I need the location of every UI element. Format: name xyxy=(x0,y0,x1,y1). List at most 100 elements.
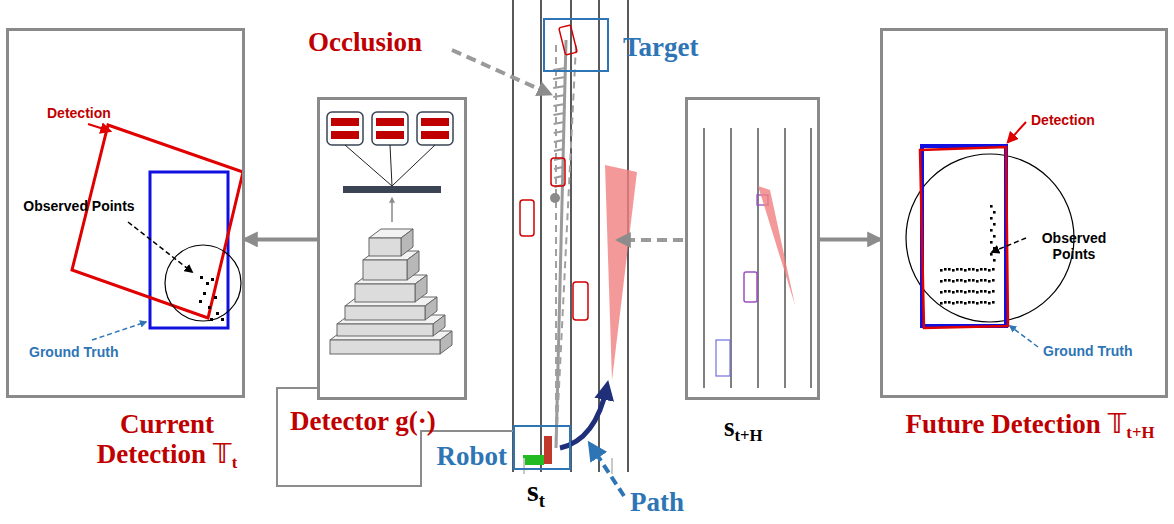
state-label: st xyxy=(527,474,545,508)
illustration-part xyxy=(984,279,987,282)
lane-arrow xyxy=(611,458,613,474)
text-subscript: t+H xyxy=(735,426,763,445)
car xyxy=(744,272,757,302)
illustration-part xyxy=(960,279,963,282)
illustration-part xyxy=(948,301,951,304)
leader-line xyxy=(1010,326,1038,347)
connector xyxy=(277,388,513,486)
observed-label: Observed Points xyxy=(23,199,135,215)
leader-line xyxy=(128,222,192,272)
target-box: Target xyxy=(543,18,609,72)
sensor-cone xyxy=(605,165,637,380)
scene-arrow xyxy=(618,238,683,242)
detection-box xyxy=(72,125,243,318)
illustration-part xyxy=(956,301,959,304)
illustration-part xyxy=(956,279,959,282)
robot-base xyxy=(523,455,544,465)
illustration-part xyxy=(376,118,404,126)
illustration-part xyxy=(208,306,211,309)
illustration-part xyxy=(972,290,975,293)
sight-line xyxy=(556,40,566,448)
occlusion-label: Occlusion xyxy=(308,27,422,57)
illustration-part xyxy=(980,279,983,282)
illustration-part xyxy=(980,290,983,293)
illustration-part xyxy=(992,268,995,271)
illustration-part xyxy=(704,128,705,388)
detection-label: Detection xyxy=(47,106,111,122)
illustration-part xyxy=(956,290,959,293)
illustration-part xyxy=(990,241,993,244)
illustration-part xyxy=(211,278,214,281)
planned-path xyxy=(560,386,607,448)
illustration-part xyxy=(964,280,967,283)
illustration-part xyxy=(345,306,425,320)
observed-label: Observed Points xyxy=(1029,231,1119,262)
sight-line xyxy=(556,45,576,448)
illustration-part xyxy=(952,302,955,305)
feature-bar xyxy=(343,186,441,193)
illustration-part xyxy=(990,253,993,256)
future-detection-panel: DetectionObserved PointsGround TruthFutu… xyxy=(880,28,1168,398)
illustration-part xyxy=(993,211,996,214)
panel-heading: Current Detection 𝕋t xyxy=(67,409,267,469)
illustration-part xyxy=(948,268,951,271)
illustration-part xyxy=(940,269,943,272)
illustration-part xyxy=(417,112,453,145)
text-subscript: t xyxy=(539,490,545,511)
target-car xyxy=(559,25,577,55)
illustration-part xyxy=(992,301,995,304)
illustration-part xyxy=(990,217,993,220)
detection-label: Detection xyxy=(1031,113,1095,129)
scene-state: st+H xyxy=(724,412,763,442)
connector xyxy=(820,237,880,241)
illustration-part xyxy=(980,301,983,304)
car xyxy=(551,158,565,186)
ground-truth-label: Ground Truth xyxy=(29,345,118,361)
illustration-part xyxy=(993,247,996,250)
illustration-part xyxy=(964,269,967,272)
illustration-part xyxy=(976,280,979,283)
illustration-part xyxy=(984,268,987,271)
text-main: Future Detection 𝕋 xyxy=(906,409,1127,439)
car xyxy=(573,282,588,320)
illustration-part xyxy=(948,290,951,293)
robot-label: Robot xyxy=(436,441,507,471)
illustration-part xyxy=(330,229,452,354)
illustration-part xyxy=(425,297,437,320)
illustration-part xyxy=(944,290,947,293)
illustration-part xyxy=(988,302,991,305)
illustration-part xyxy=(952,280,955,283)
illustration-part xyxy=(540,0,541,472)
illustration-part xyxy=(980,268,983,271)
illustration-part xyxy=(990,229,993,232)
text-main: s xyxy=(724,412,735,442)
illustration-part xyxy=(401,229,413,256)
future-scene xyxy=(618,128,811,388)
panel-heading: Future Detection 𝕋t+H xyxy=(895,409,1165,439)
illustration-part xyxy=(993,259,996,262)
illustration-part xyxy=(988,280,991,283)
illustration-part xyxy=(376,131,404,139)
illustration-part xyxy=(984,301,987,304)
flow-arrow xyxy=(391,198,393,222)
illustration-part xyxy=(758,128,759,388)
illustration-part xyxy=(407,251,419,280)
illustration-part xyxy=(331,131,359,139)
detector-panel: Detector g(·) xyxy=(317,97,467,400)
illustration-part xyxy=(200,276,203,279)
illustration-part xyxy=(952,269,955,272)
sight-line xyxy=(555,45,557,448)
text-main: Current Detection 𝕋 xyxy=(97,409,232,469)
leader-line xyxy=(452,50,550,94)
illustration-part xyxy=(964,291,967,294)
illustration-part xyxy=(940,302,943,305)
illustration-part xyxy=(363,260,407,280)
illustration-part xyxy=(214,296,217,299)
illustration-part xyxy=(704,128,811,388)
illustration-part xyxy=(968,279,971,282)
illustration-part xyxy=(811,128,812,388)
illustration-part xyxy=(960,290,963,293)
occluder-point xyxy=(550,193,560,203)
illustration-part xyxy=(199,300,202,303)
leader-line xyxy=(88,124,110,131)
